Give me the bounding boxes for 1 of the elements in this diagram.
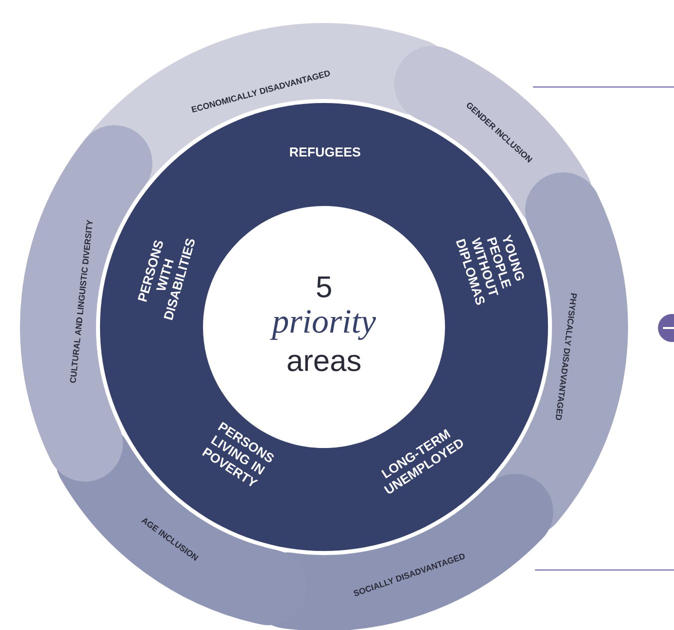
segment-label: CULTURAL AND LINGUISTIC DIVERSITY [70,220,93,383]
